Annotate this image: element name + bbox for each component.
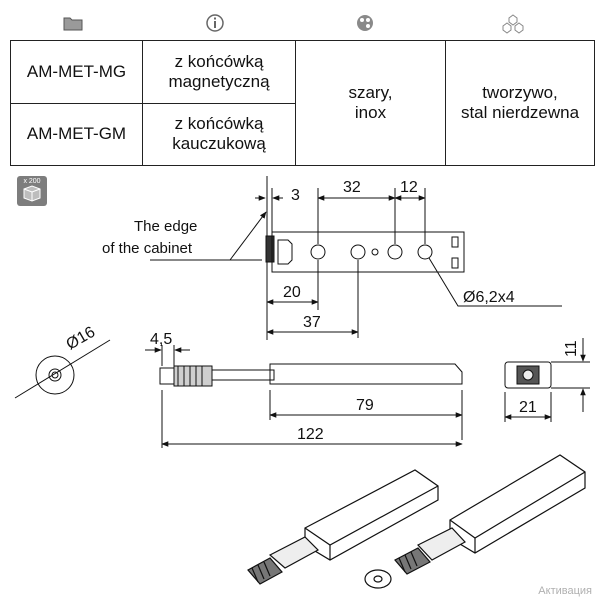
latch-isometric-2 bbox=[364, 454, 586, 589]
push-latch-side-view bbox=[159, 345, 463, 448]
dim-122-label: 122 bbox=[297, 426, 324, 443]
dim-32-label: 32 bbox=[343, 179, 361, 196]
edge-label-line1: The edge bbox=[134, 218, 197, 235]
folder-icon bbox=[63, 17, 83, 31]
dim-20-label: 20 bbox=[283, 284, 301, 301]
color-cell: szary, inox bbox=[295, 40, 446, 166]
edge-label-line2: of the cabinet bbox=[102, 240, 193, 257]
product-description: z końcówką kauczukową bbox=[142, 102, 296, 166]
table-row: AM-MET-MG z końcówką magnetyczną szary, … bbox=[10, 40, 595, 166]
dim-37-label: 37 bbox=[303, 314, 321, 331]
package-quantity: x 200 bbox=[23, 178, 41, 185]
latch-isometric-1 bbox=[247, 469, 439, 585]
dim-79-label: 79 bbox=[356, 397, 374, 414]
package-box-icon: x 200 bbox=[17, 176, 47, 206]
product-code: AM-MET-MG bbox=[10, 40, 143, 104]
material-icon bbox=[502, 14, 524, 34]
dim-disc-label: Ø16 bbox=[64, 324, 99, 354]
dim-11-label: 11 bbox=[563, 340, 580, 357]
dim-21-label: 21 bbox=[519, 399, 537, 416]
dim-12-label: 12 bbox=[400, 179, 418, 196]
latch-end-view bbox=[504, 361, 590, 422]
palette-icon bbox=[357, 15, 373, 31]
product-code: AM-MET-GM bbox=[10, 102, 143, 166]
info-icon bbox=[206, 14, 224, 32]
spec-table: AM-MET-MG z końcówką magnetyczną szary, … bbox=[10, 40, 595, 166]
table-row: AM-MET-GM z końcówką kauczukową bbox=[10, 102, 595, 166]
material-cell: tworzywo, stal nierdzewna bbox=[445, 40, 595, 166]
watermark: Активация bbox=[538, 585, 592, 597]
dim-4-5-label: 4,5 bbox=[150, 331, 172, 348]
product-description: z końcówką magnetyczną bbox=[142, 40, 296, 104]
magnetic-disc bbox=[14, 339, 111, 399]
dim-3-label: 3 bbox=[291, 187, 300, 204]
dim-holes-label: Ø6,2x4 bbox=[463, 289, 515, 306]
